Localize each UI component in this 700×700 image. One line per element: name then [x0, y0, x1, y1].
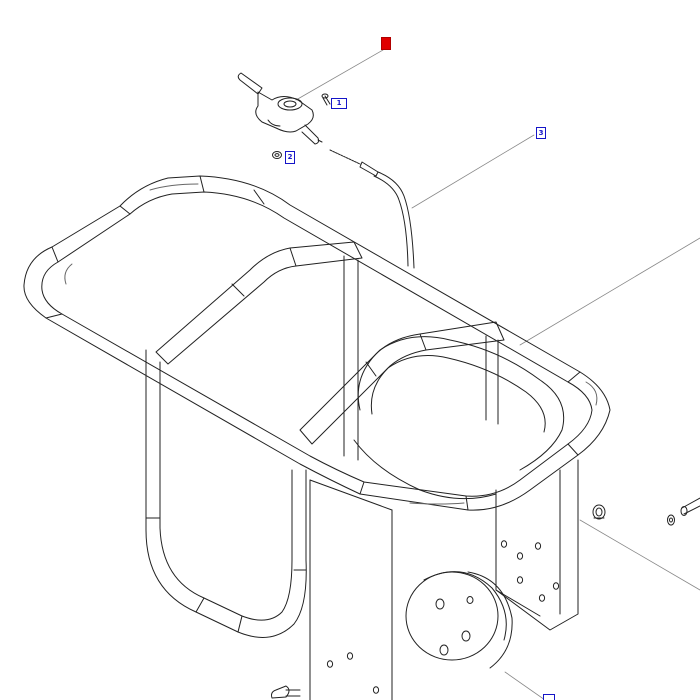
callout-3[interactable]: 3: [536, 127, 546, 139]
callout-1[interactable]: 1: [331, 98, 347, 109]
throttle-cable-part: [329, 149, 415, 269]
callout-2[interactable]: 2: [285, 151, 295, 164]
throttle-lever-part: [237, 72, 323, 145]
tube-frame: [23, 175, 611, 638]
hardware-parts: [271, 497, 700, 699]
hub-part: [405, 571, 513, 669]
callout-red-marker[interactable]: [381, 37, 391, 50]
callout-4[interactable]: [543, 694, 555, 700]
washer-part: [272, 151, 282, 159]
mounting-plates: [309, 459, 579, 700]
screw-part: [321, 93, 331, 106]
leader-lines: [295, 49, 700, 700]
